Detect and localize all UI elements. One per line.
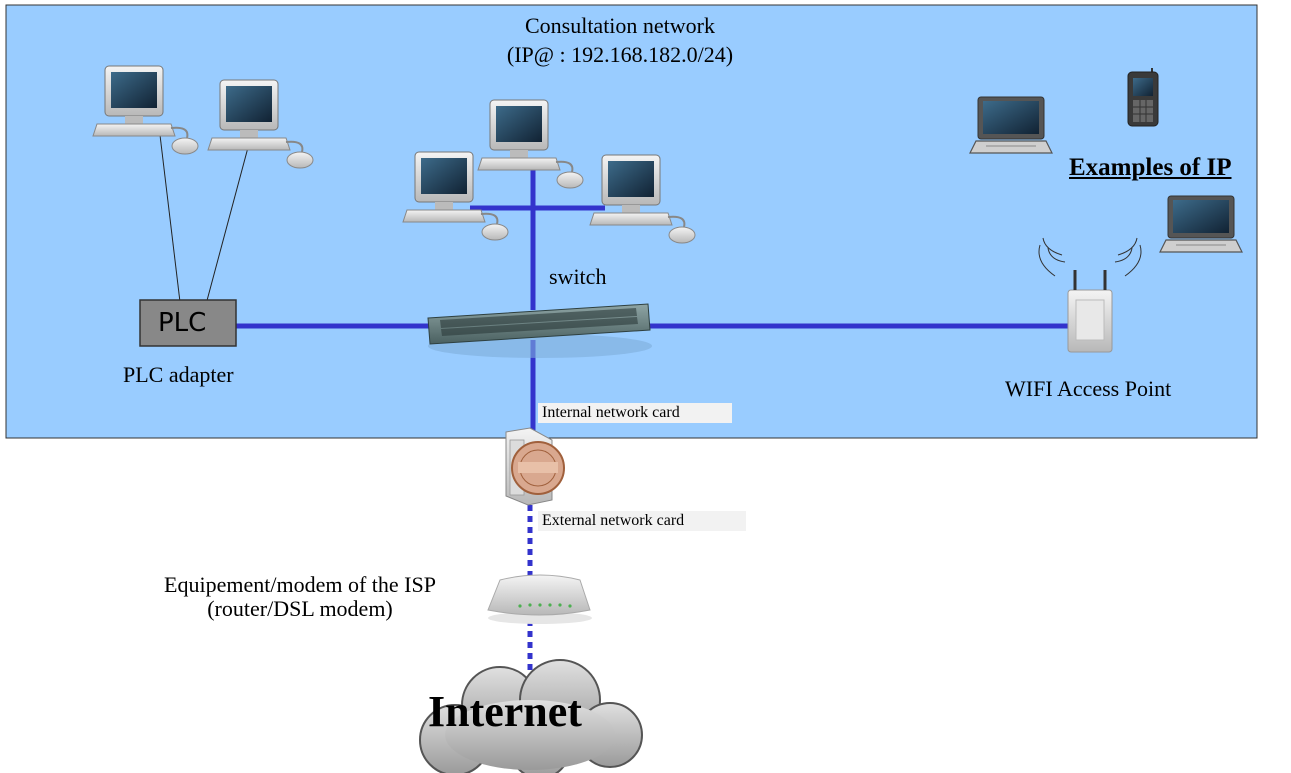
plc-cable-1	[159, 134, 181, 303]
switch-icon	[427, 303, 652, 358]
isp-equipment-sublabel: (router/DSL modem)	[207, 596, 393, 621]
isp-modem-icon	[487, 574, 592, 624]
internal-network-card-label: Internal network card	[538, 403, 732, 423]
plc-adapter-box	[139, 299, 237, 347]
plc-cable-2	[204, 139, 251, 309]
switch-label: switch	[549, 264, 607, 289]
alcasar-server-icon	[505, 427, 565, 506]
wifi-access-point-icon	[1038, 237, 1142, 353]
examples-of-ip-label: Examples of IP	[1069, 154, 1232, 181]
isp-equipment-label: Equipement/modem of the ISP	[164, 572, 436, 597]
laptop-icon	[1159, 195, 1243, 253]
mobile-phone-icon	[1127, 68, 1159, 127]
external-network-card-label: External network card	[538, 511, 746, 531]
wifi-access-point-label: WIFI Access Point	[1005, 376, 1172, 401]
plc-box-text: PLC	[158, 308, 207, 338]
network-subnet: (IP@ : 192.168.182.0/24)	[506, 42, 734, 67]
network-title: Consultation network	[524, 13, 716, 38]
laptop-icon	[969, 96, 1053, 154]
plc-adapter-label: PLC adapter	[123, 362, 234, 387]
cloud-icon	[419, 659, 643, 773]
internet-label: Internet	[428, 687, 582, 736]
